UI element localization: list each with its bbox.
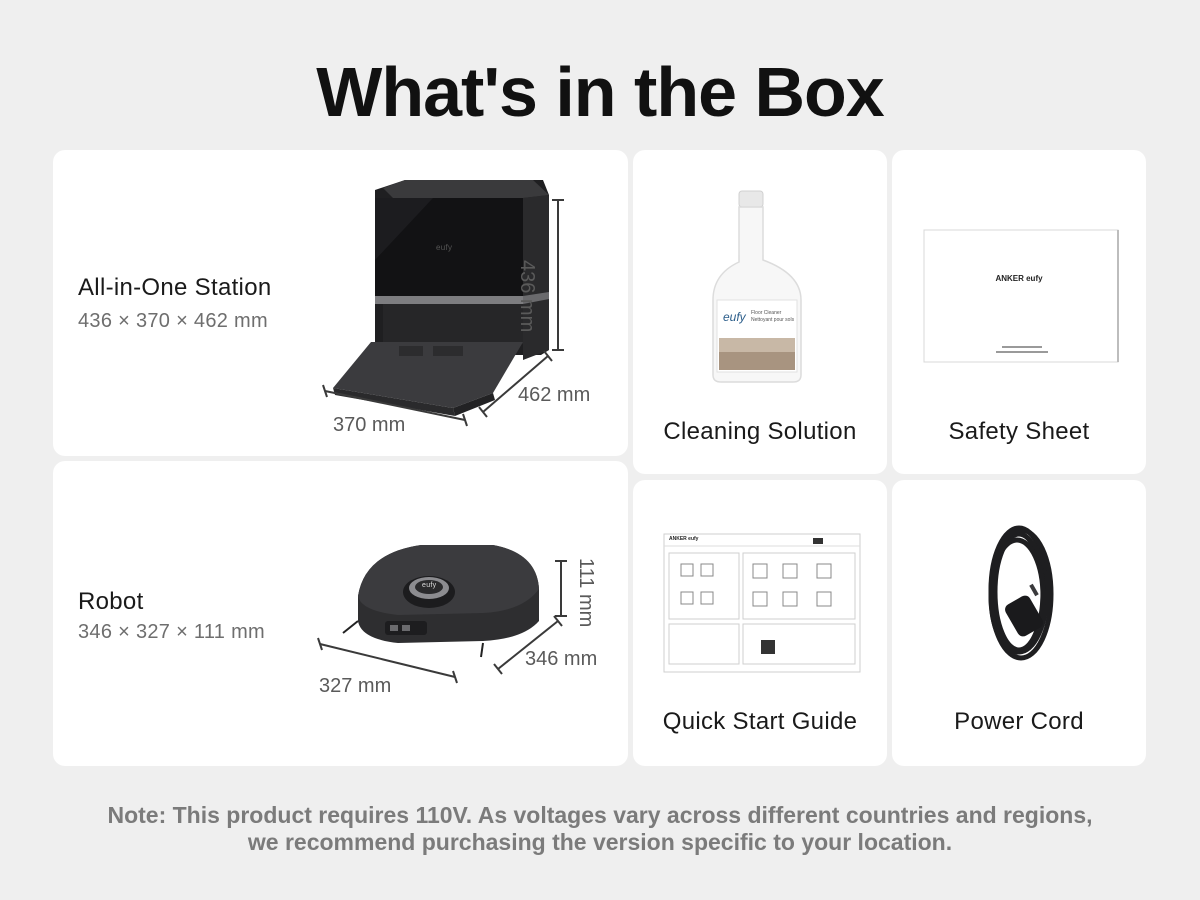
station-brand-logo: eufy (436, 243, 453, 252)
power-cord-card: Power Cord (892, 480, 1146, 766)
quick-start-guide-card: ANKER eufy Quick Start Guide (633, 480, 887, 766)
station-depth-label: 462 mm (518, 384, 591, 406)
robot-name: Robot (78, 588, 144, 615)
guide-brand: ANKER eufy (669, 536, 699, 542)
station-dims: 436 × 370 × 462 mm (78, 310, 268, 332)
bottle-label-line1: Floor Cleaner (751, 310, 782, 316)
robot-height-label: 111 mm (575, 558, 597, 628)
safety-sheet-card: ANKER eufy Safety Sheet (892, 150, 1146, 474)
voltage-note-line2: we recommend purchasing the version spec… (247, 829, 953, 855)
robot-depth-label: 346 mm (525, 648, 598, 670)
bottle-label-text: Floor Cleaner Nettoyant pour sols (751, 310, 794, 324)
station-height-label: 436 mm (516, 260, 538, 333)
quick-start-guide-label: Quick Start Guide (662, 708, 858, 735)
station-card: All-in-One Station 436 × 370 × 462 mm e (53, 150, 628, 456)
voltage-note-line1: Note: This product requires 110V. As vol… (107, 802, 1093, 828)
station-illustration (322, 180, 564, 427)
safety-sheet-illustration (923, 229, 1119, 363)
safety-sheet-brand: ANKER eufy (995, 274, 1043, 283)
robot-width-label: 327 mm (319, 675, 392, 697)
bottle-illustration (712, 190, 802, 383)
bottle-brand-logo: eufy (723, 310, 746, 324)
robot-illustration (317, 545, 567, 684)
robot-dims: 346 × 327 × 111 mm (78, 621, 266, 643)
voltage-note: Note: This product requires 110V. As vol… (0, 802, 1200, 856)
robot-brand-logo: eufy (422, 582, 437, 589)
safety-sheet-label: Safety Sheet (948, 418, 1090, 445)
cleaning-solution-card: eufy Floor Cleaner Nettoyant pour sols C… (633, 150, 887, 474)
page-title: What's in the Box (316, 53, 884, 131)
cleaning-solution-label: Cleaning Solution (663, 418, 857, 445)
station-name: All-in-One Station (78, 274, 272, 301)
robot-card: Robot 346 × 327 × 111 mm eufy 111 mm 327… (53, 461, 628, 766)
station-width-label: 370 mm (333, 414, 406, 436)
power-cord-label: Power Cord (954, 708, 1084, 735)
power-cord-illustration (988, 525, 1054, 661)
bottle-label-line2: Nettoyant pour sols (751, 317, 795, 323)
quick-start-guide-illustration (663, 533, 861, 673)
